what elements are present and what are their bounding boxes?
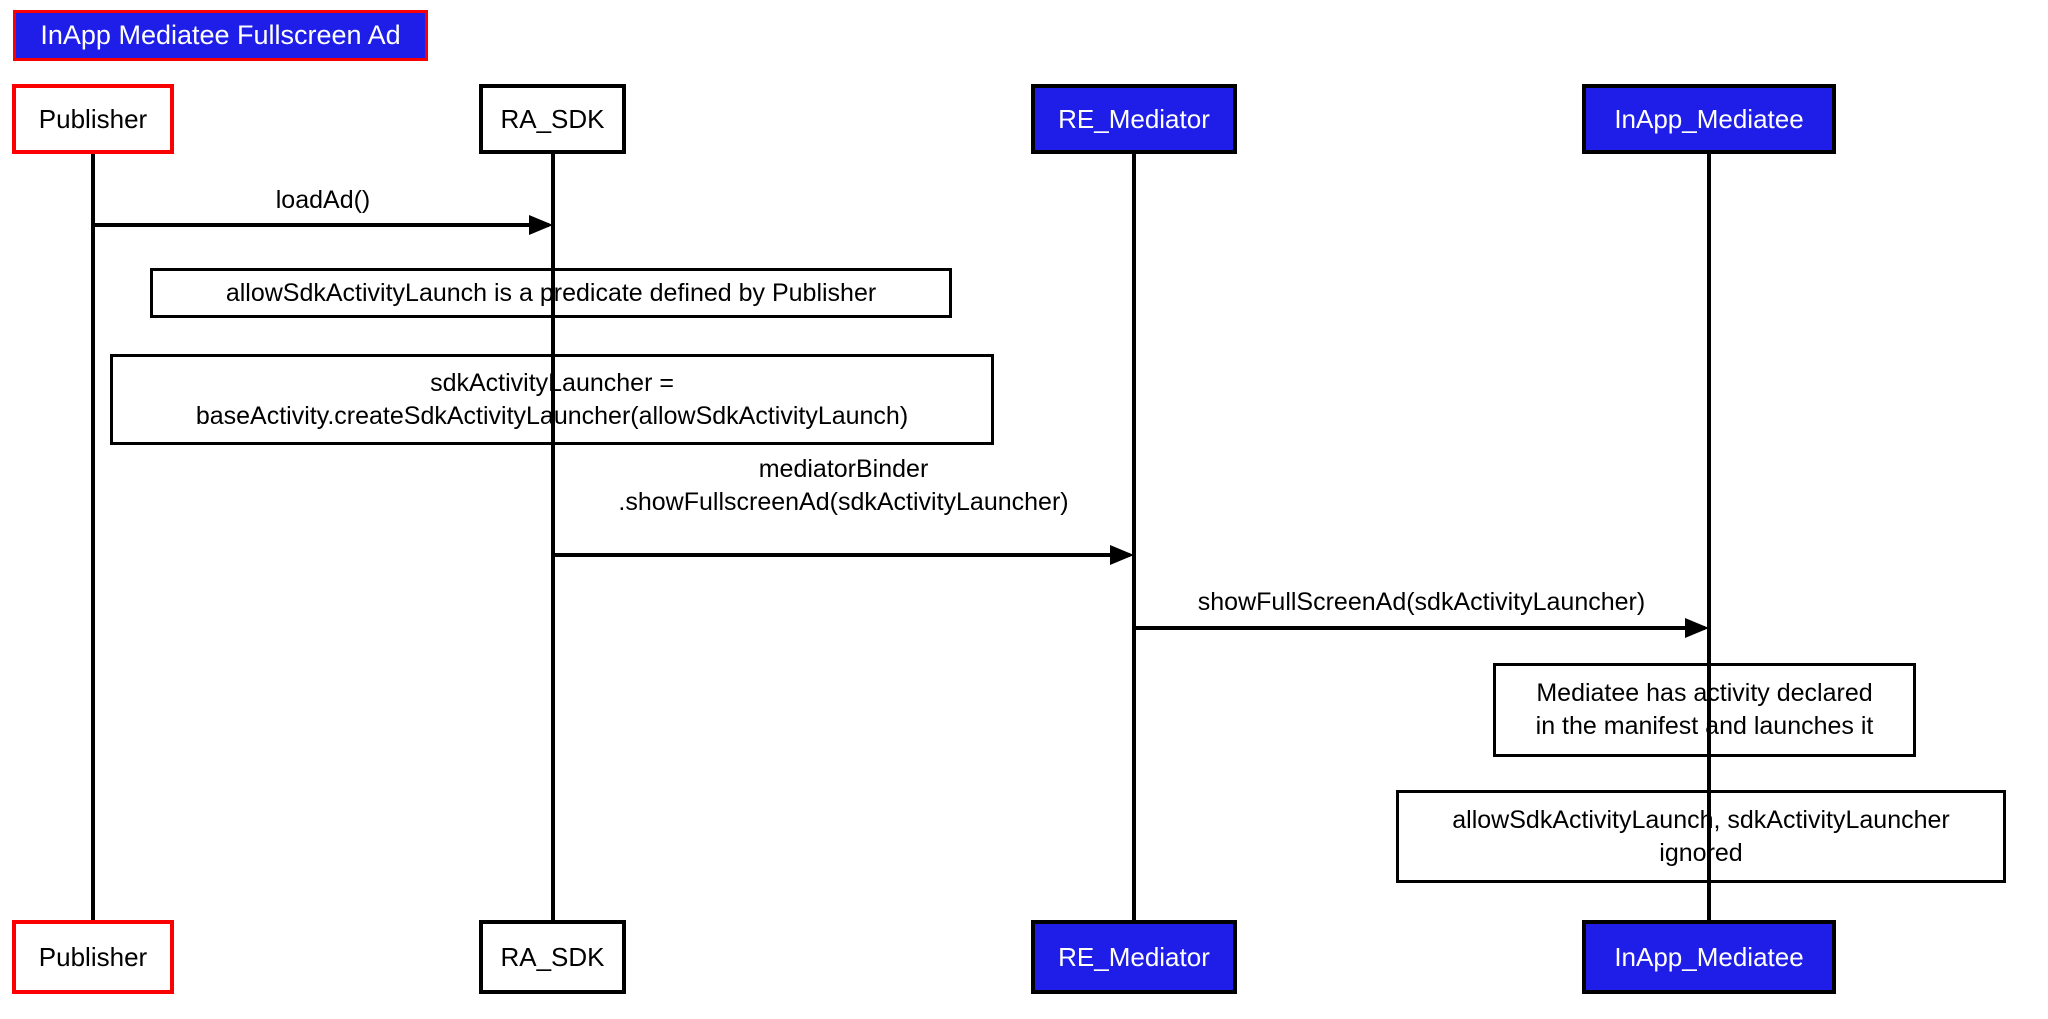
participant-re-mediator-top: RE_Mediator (1031, 84, 1237, 154)
message-line: .showFullscreenAd(sdkActivityLauncher) (618, 488, 1069, 516)
arrow-head-icon (529, 215, 553, 235)
note-line: baseActivity.createSdkActivityLauncher(a… (195, 401, 909, 430)
participant-publisher-bottom: Publisher (12, 920, 174, 994)
message-label-showfullscreenad: showFullScreenAd(sdkActivityLauncher) (1197, 588, 1646, 616)
note-line: Mediatee has activity declared (1536, 679, 1873, 707)
note-line: allowSdkActivityLaunch is a predicate de… (225, 278, 877, 307)
lifeline-publisher (91, 150, 95, 924)
note-line: in the manifest and launches it (1535, 712, 1874, 740)
note-line: allowSdkActivityLaunch, sdkActivityLaunc… (1452, 805, 1950, 834)
lifeline-ra-sdk (551, 150, 555, 924)
participant-publisher-top: Publisher (12, 84, 174, 154)
message-arrow-loadad (93, 215, 553, 235)
lifeline-inapp-mediatee (1707, 150, 1711, 924)
message-label-mediatorbinder: mediatorBinder .showFullscreenAd(sdkActi… (553, 453, 1134, 519)
arrow-shaft (553, 553, 1130, 557)
message-arrow-showfullscreenad-mediator (553, 545, 1134, 565)
arrow-head-icon (1685, 618, 1709, 638)
participant-inapp-mediatee-top: InApp_Mediatee (1582, 84, 1836, 154)
note-line: sdkActivityLauncher = (430, 368, 674, 397)
note-create-launcher: sdkActivityLauncher = baseActivity.creat… (110, 354, 994, 445)
message-label-loadad: loadAd() (275, 186, 371, 214)
participant-ra-sdk-top: RA_SDK (479, 84, 626, 154)
participant-re-mediator-bottom: RE_Mediator (1031, 920, 1237, 994)
note-predicate: allowSdkActivityLaunch is a predicate de… (150, 268, 952, 318)
note-ignored-args: allowSdkActivityLaunch, sdkActivityLaunc… (1396, 790, 2006, 883)
message-line: mediatorBinder (758, 455, 929, 483)
message-arrow-showfullscreenad-mediatee (1134, 618, 1709, 638)
participant-ra-sdk-bottom: RA_SDK (479, 920, 626, 994)
arrow-shaft (93, 223, 549, 227)
note-line: ignored (1659, 838, 1743, 867)
lifeline-re-mediator (1132, 150, 1136, 924)
note-manifest-activity: Mediatee has activity declared in the ma… (1493, 663, 1916, 757)
participant-inapp-mediatee-bottom: InApp_Mediatee (1582, 920, 1836, 994)
diagram-title: InApp Mediatee Fullscreen Ad (13, 10, 428, 61)
arrow-shaft (1134, 626, 1705, 630)
arrow-head-icon (1110, 545, 1134, 565)
